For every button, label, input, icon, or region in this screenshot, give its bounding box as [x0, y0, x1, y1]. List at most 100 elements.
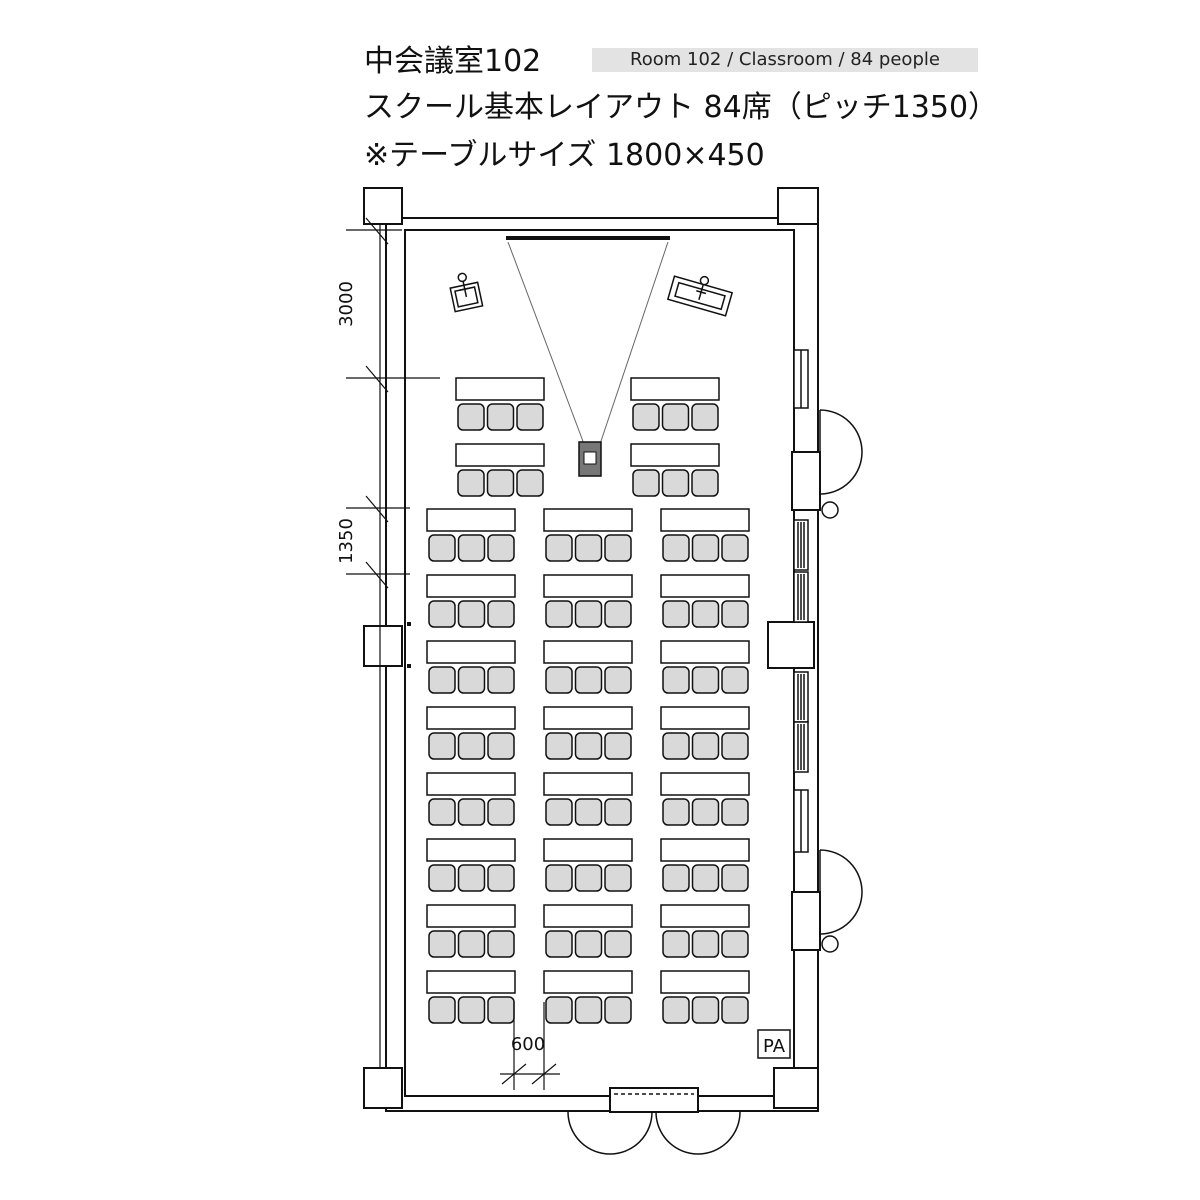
- chair: [545, 534, 573, 562]
- door-frame-upper: [791, 451, 821, 511]
- chair: [662, 798, 690, 826]
- table-main-1-2: [543, 508, 633, 532]
- chair: [721, 930, 749, 958]
- layout-description: スクール基本レイアウト 84席（ピッチ1350）: [364, 90, 999, 125]
- table-main-5-3: [660, 772, 750, 796]
- chair: [574, 798, 603, 826]
- dimension-lines: [346, 217, 560, 1090]
- chair: [604, 798, 632, 826]
- columns: [363, 187, 819, 1109]
- bottom-door-swing-right: [655, 1111, 741, 1155]
- chair: [721, 864, 749, 892]
- column-bottom-right: [773, 1067, 819, 1109]
- table-main-7-3: [660, 904, 750, 928]
- chair: [604, 864, 632, 892]
- chair: [516, 469, 544, 497]
- table-main-4-1: [426, 706, 516, 730]
- chair: [486, 403, 515, 431]
- chair: [662, 996, 690, 1024]
- table-front-2-2: [630, 443, 720, 467]
- chair: [574, 930, 603, 958]
- table-main-7-1: [426, 904, 516, 928]
- chair: [604, 600, 632, 628]
- chair: [457, 798, 486, 826]
- bottom-door-frame: [609, 1087, 699, 1113]
- chair: [428, 732, 456, 760]
- chair: [487, 798, 515, 826]
- chair: [661, 403, 690, 431]
- chair: [428, 930, 456, 958]
- chair: [721, 732, 749, 760]
- table-main-3-3: [660, 640, 750, 664]
- table-main-7-2: [543, 904, 633, 928]
- podium-right: [666, 275, 734, 317]
- chair: [457, 403, 485, 431]
- chair: [545, 798, 573, 826]
- table-main-8-1: [426, 970, 516, 994]
- chair: [604, 732, 632, 760]
- chair: [574, 600, 603, 628]
- chair: [691, 798, 720, 826]
- chair: [662, 864, 690, 892]
- chair: [486, 469, 515, 497]
- chair: [457, 930, 486, 958]
- table-main-5-1: [426, 772, 516, 796]
- chair: [691, 469, 719, 497]
- chair: [691, 732, 720, 760]
- table-main-3-2: [543, 640, 633, 664]
- english-label: Room 102 / Classroom / 84 people: [592, 48, 978, 72]
- chair: [487, 534, 515, 562]
- column-top-left: [363, 187, 403, 225]
- bottom-door-swing-left: [567, 1111, 653, 1155]
- chair: [604, 666, 632, 694]
- table-main-6-1: [426, 838, 516, 862]
- chair: [574, 534, 603, 562]
- chair: [457, 996, 486, 1024]
- chair: [721, 798, 749, 826]
- table-main-2-1: [426, 574, 516, 598]
- door-swing-upper: [819, 409, 863, 495]
- chair: [662, 666, 690, 694]
- table-main-6-2: [543, 838, 633, 862]
- chair: [428, 666, 456, 694]
- chair: [604, 996, 632, 1024]
- chair: [721, 534, 749, 562]
- door-swing-lower: [819, 849, 863, 935]
- chair: [662, 732, 690, 760]
- chair: [545, 864, 573, 892]
- chair: [574, 864, 603, 892]
- pa-label: PA: [763, 1036, 786, 1057]
- chair: [545, 732, 573, 760]
- table-size-note: ※テーブルサイズ 1800×450: [364, 138, 765, 173]
- chair: [721, 666, 749, 694]
- dim-aisle-width: 600: [511, 1034, 545, 1055]
- door-frame-lower: [791, 891, 821, 951]
- chair: [691, 403, 719, 431]
- table-main-1-3: [660, 508, 750, 532]
- chair: [457, 864, 486, 892]
- chair: [545, 666, 573, 694]
- wall-outlets: [407, 622, 411, 668]
- column-bottom-left: [363, 1067, 403, 1109]
- chair: [487, 732, 515, 760]
- table-front-1-1: [455, 377, 545, 401]
- chair: [574, 732, 603, 760]
- chair: [487, 930, 515, 958]
- table-front-2-1: [455, 443, 545, 467]
- chair: [691, 996, 720, 1024]
- chair: [545, 600, 573, 628]
- chair: [545, 996, 573, 1024]
- chair: [691, 600, 720, 628]
- table-main-8-3: [660, 970, 750, 994]
- chair: [691, 534, 720, 562]
- table-main-6-3: [660, 838, 750, 862]
- chair: [721, 600, 749, 628]
- chair: [457, 469, 485, 497]
- chair: [487, 864, 515, 892]
- right-doors: [791, 409, 863, 953]
- table-main-2-3: [660, 574, 750, 598]
- chair: [632, 403, 660, 431]
- chair: [574, 996, 603, 1024]
- chair: [691, 930, 720, 958]
- dim-front-space: 3000: [336, 281, 357, 327]
